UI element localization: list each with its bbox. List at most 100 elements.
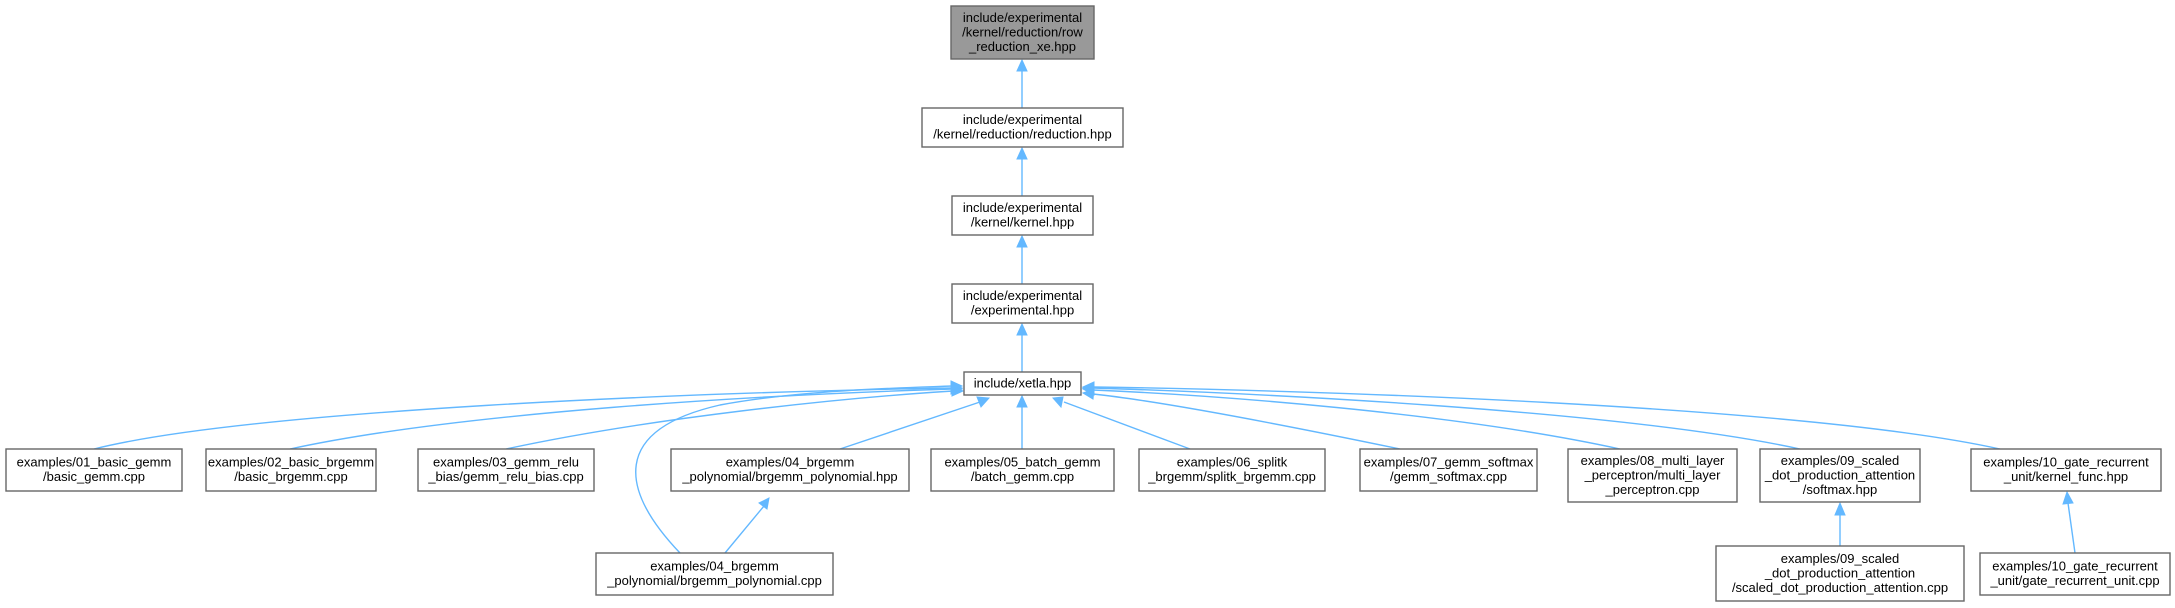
node-box [1138,448,1326,492]
edge-ex05-to-xetla [1016,394,1028,449]
node-label-line: /kernel/reduction/reduction.hpp [933,127,1112,142]
node-ex07[interactable]: examples/07_gemm_softmax/gemm_softmax.cp… [1359,448,1538,492]
file-nodes: include/experimental/kernel/reduction/ro… [5,5,2171,602]
edge-ex10h-to-xetla [1081,381,2001,450]
node-ex04h[interactable]: examples/04_brgemm_polynomial/brgemm_pol… [670,448,910,492]
node-label-line: _perceptron.cpp [1605,482,1700,497]
edge-arrowhead [758,497,770,510]
dependency-edges [93,58,2076,554]
node-label-line: _dot_production_attention [1764,467,1915,482]
node-ex09h[interactable]: examples/09_scaled_dot_production_attent… [1759,448,1921,503]
node-label-line: _unit/kernel_func.hpp [2003,469,2128,484]
edge-ex07-to-xetla [1081,388,1401,450]
edge-reduction-to-row_reduction_xe [1016,58,1028,108]
edge-line [1092,389,1621,450]
edge-ex03-to-xetla [505,385,965,450]
node-label-line: examples/04_brgemm [726,455,855,470]
node-label-line: examples/10_gate_recurrent [1983,455,2149,470]
node-box [950,5,1095,60]
node-label-line: examples/10_gate_recurrent [1992,559,2158,574]
node-ex09c[interactable]: examples/09_scaled_dot_production_attent… [1715,545,1965,602]
edge-line [2067,502,2076,554]
node-box [921,107,1124,148]
node-label-line: examples/02_basic_brgemm [208,455,374,470]
node-experimental[interactable]: include/experimental/experimental.hpp [951,283,1094,324]
node-box [595,552,834,596]
edge-ex04h-to-xetla [839,396,991,450]
node-label-line: include/experimental [963,288,1082,303]
edge-arrowhead [1016,146,1028,160]
edge-arrowhead [1016,58,1028,72]
edge-line [505,390,954,450]
node-box [1359,448,1538,492]
edge-ex09c-to-ex09h [1834,501,1846,546]
node-label-line: examples/03_gemm_relu [433,455,579,470]
node-label-line: /batch_gemm.cpp [971,469,1074,484]
node-label-line: examples/05_batch_gemm [944,455,1100,470]
node-label-line: examples/01_basic_gemm [17,455,172,470]
node-box [1567,448,1738,503]
edge-arrowhead [1051,396,1064,409]
node-label-line: include/experimental [963,10,1082,25]
edge-line [1063,401,1191,450]
edge-arrowhead [1081,381,1095,393]
edge-ex06-to-xetla [1051,396,1191,450]
node-label-line: _brgemm/splitk_brgemm.cpp [1147,469,1316,484]
edge-arrowhead [976,396,991,408]
node-ex02[interactable]: examples/02_basic_brgemm/basic_brgemm.cp… [205,448,377,492]
edge-line [1092,386,2001,450]
node-label-line: examples/07_gemm_softmax [1364,455,1534,470]
node-label-line: examples/09_scaled [1781,551,1900,566]
edge-line [93,387,953,450]
node-label-line: include/experimental [963,200,1082,215]
node-label-line: _bias/gemm_relu_bias.cpp [427,469,583,484]
edge-arrowhead [1834,501,1846,516]
edge-ex01-to-xetla [93,382,964,450]
node-box [417,448,595,492]
node-ex06[interactable]: examples/06_splitk_brgemm/splitk_brgemm.… [1138,448,1326,492]
node-ex04c[interactable]: examples/04_brgemm_polynomial/brgemm_pol… [595,552,834,596]
node-box [205,448,377,492]
edge-line [839,401,981,450]
node-box [930,448,1115,492]
edge-line [289,388,953,450]
edge-line [1092,393,1401,450]
edge-kernel-to-reduction [1016,146,1028,196]
node-row-reduction-xe[interactable]: include/experimental/kernel/reduction/ro… [950,5,1095,60]
node-ex01[interactable]: examples/01_basic_gemm/basic_gemm.cpp [5,448,183,492]
node-label-line: _reduction_xe.hpp [968,39,1076,54]
node-box [1715,545,1965,602]
node-label-line: _polynomial/brgemm_polynomial.hpp [681,469,897,484]
node-label-line: examples/06_splitk [1177,455,1288,470]
node-label-line: /basic_gemm.cpp [43,469,145,484]
edge-xetla-to-experimental [1016,322,1028,372]
node-ex08[interactable]: examples/08_multi_layer_perceptron/multi… [1567,448,1738,503]
node-ex05[interactable]: examples/05_batch_gemm/batch_gemm.cpp [930,448,1115,492]
node-box [670,448,910,492]
node-kernel[interactable]: include/experimental/kernel/kernel.hpp [951,195,1094,236]
node-box [951,283,1094,324]
node-xetla[interactable]: include/xetla.hpp [963,371,1082,396]
node-ex10c[interactable]: examples/10_gate_recurrent_unit/gate_rec… [1979,552,2171,596]
node-ex03[interactable]: examples/03_gemm_relu_bias/gemm_relu_bia… [417,448,595,492]
edge-arrowhead [950,380,964,392]
edge-ex04c-to-xetla [635,380,964,554]
edge-arrowhead [1016,322,1028,336]
node-label-line: /experimental.hpp [971,303,1074,318]
node-ex10h[interactable]: examples/10_gate_recurrent_unit/kernel_f… [1970,448,2162,492]
edge-arrowhead [1016,394,1028,408]
edge-line [1092,387,1801,450]
node-label-line: examples/09_scaled [1781,453,1900,468]
edge-ex02-to-xetla [289,383,964,450]
node-label-line: /scaled_dot_production_attention.cpp [1732,580,1948,595]
node-label-line: _unit/gate_recurrent_unit.cpp [1989,573,2159,588]
node-reduction[interactable]: include/experimental/kernel/reduction/re… [921,107,1124,148]
node-label-line: /kernel/kernel.hpp [971,215,1074,230]
edge-ex10c-to-ex10h [2062,490,2076,554]
node-label-line: examples/08_multi_layer [1581,453,1725,468]
node-box [5,448,183,492]
edge-arrowhead [2062,490,2074,505]
node-box [1759,448,1921,503]
edge-experimental-to-kernel [1016,234,1028,284]
